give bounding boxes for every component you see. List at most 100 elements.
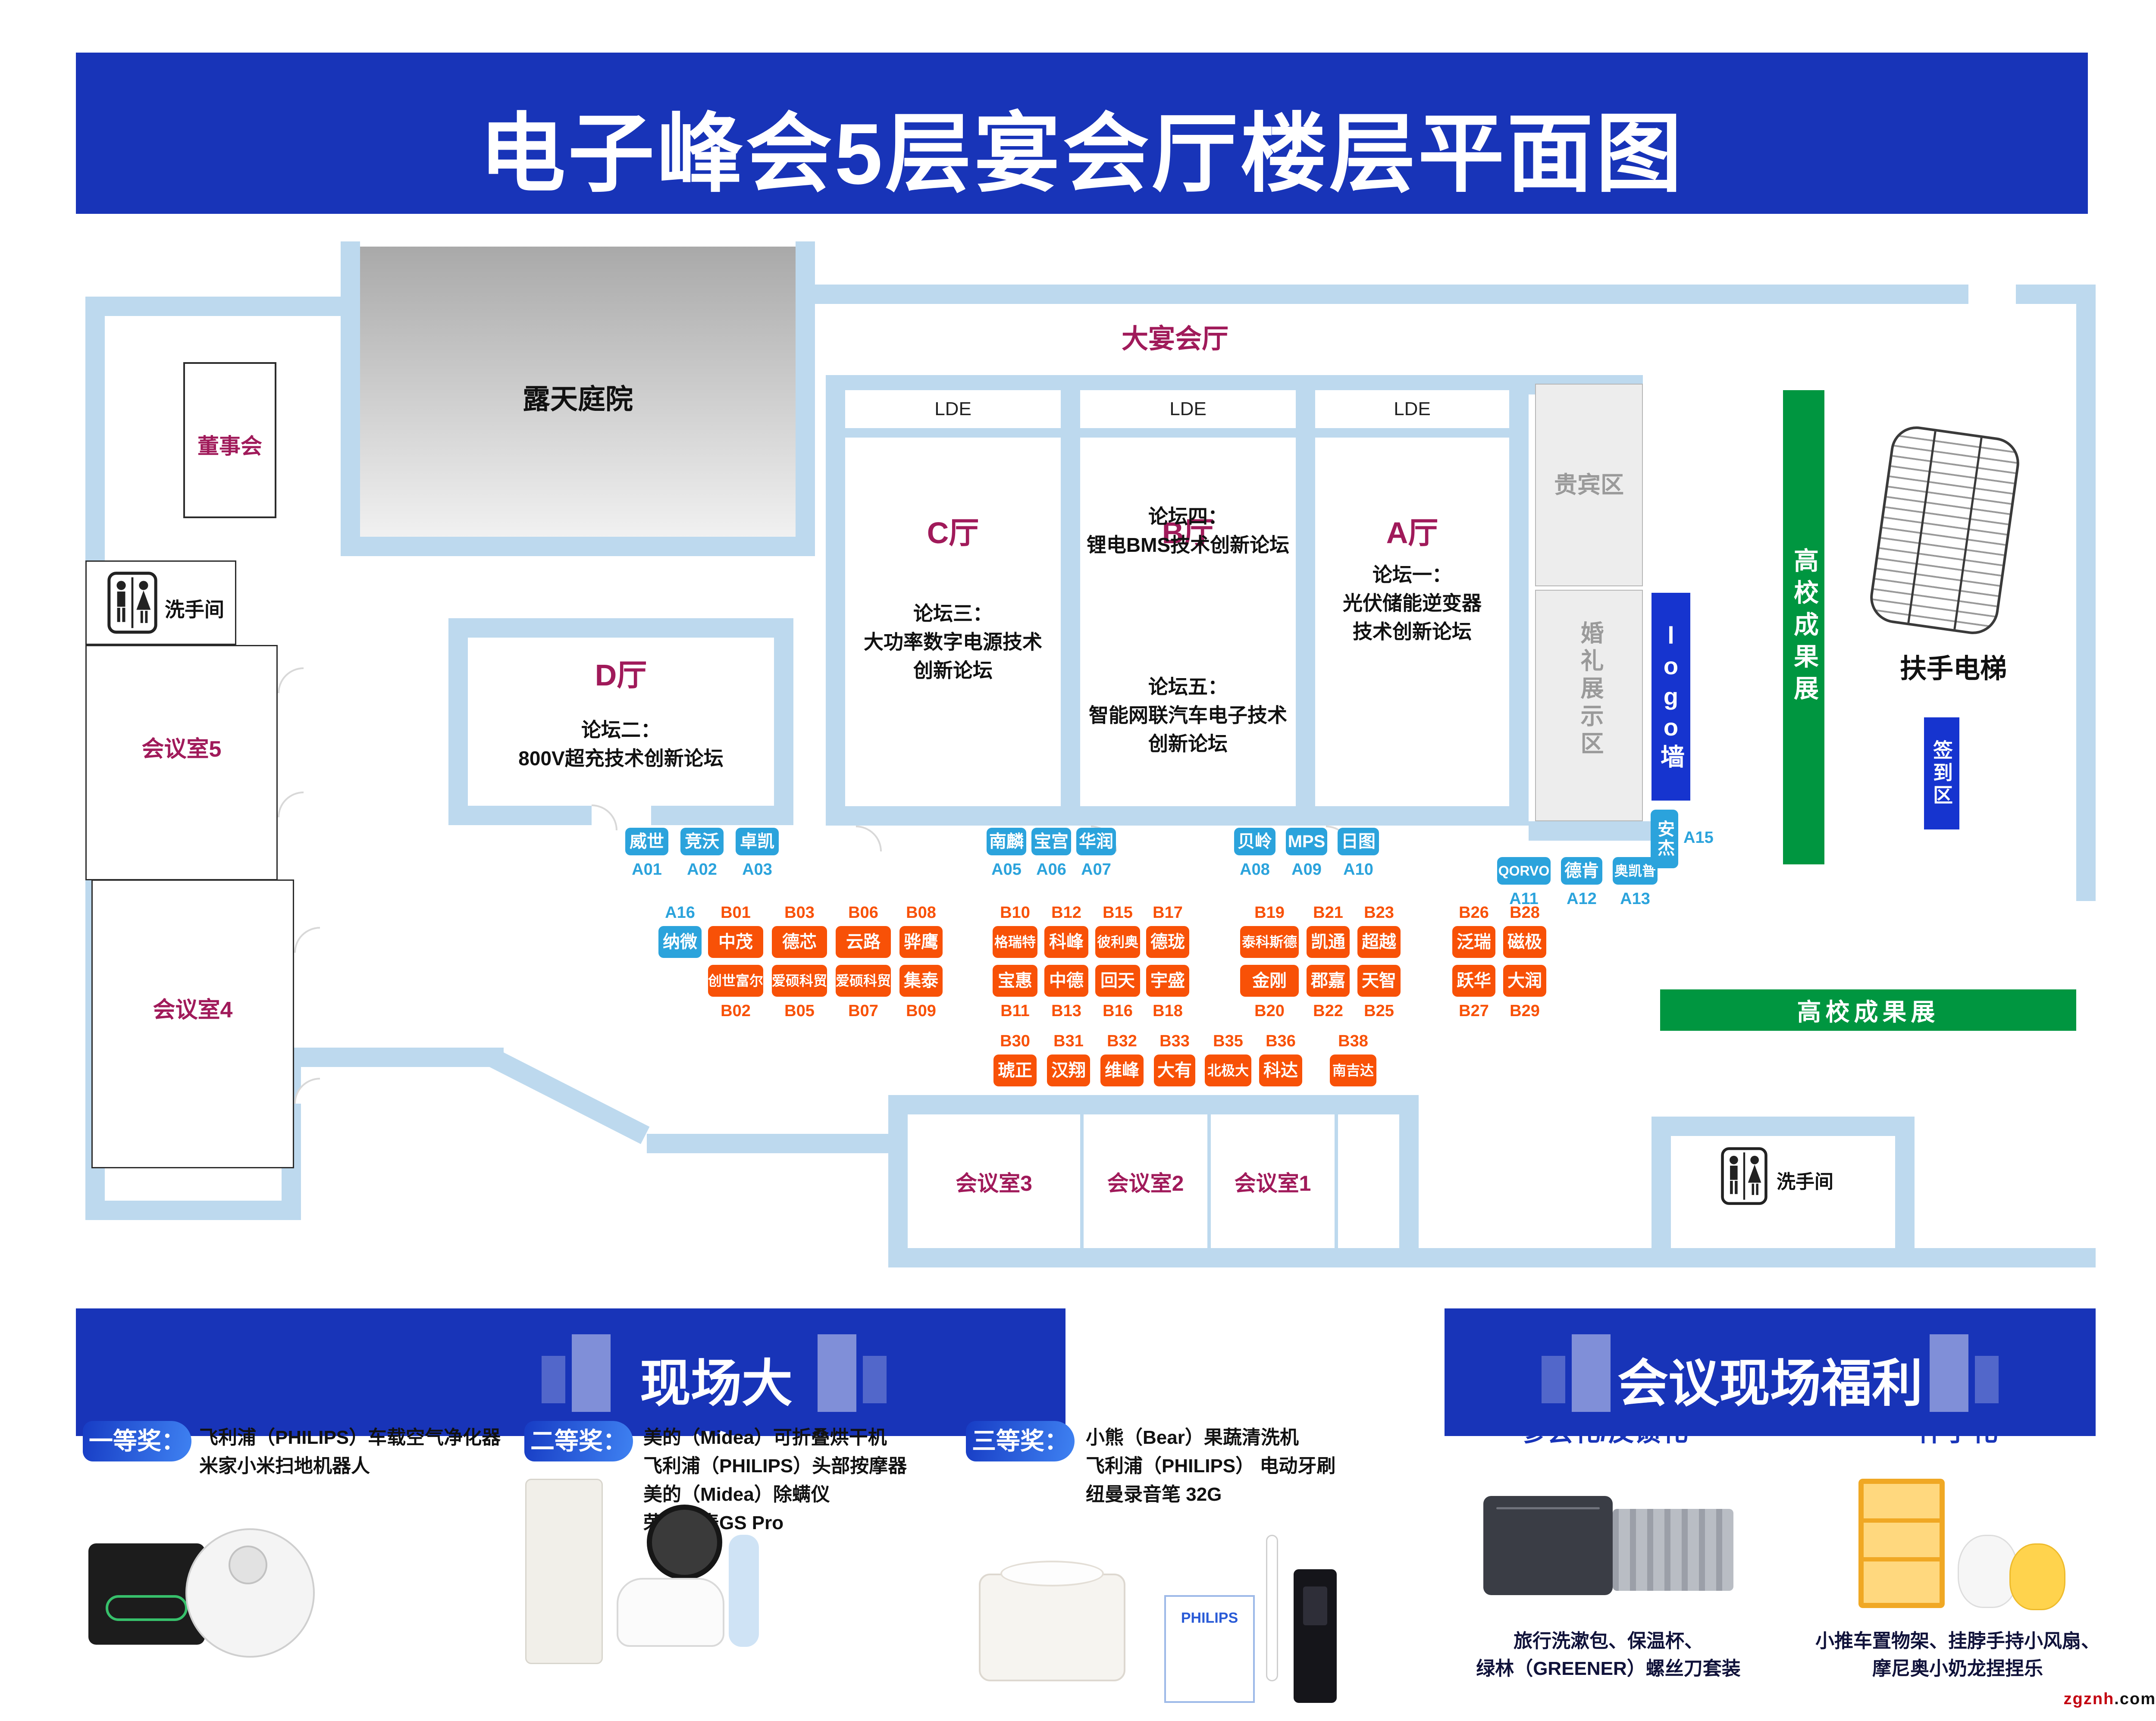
title-banner: 电子峰会5层宴会厅楼层平面图 bbox=[76, 53, 2088, 214]
prize-tier3-badge: 三等奖： bbox=[966, 1421, 1075, 1461]
booth-id-B30: B30 bbox=[1000, 1032, 1030, 1050]
wedding-label: 婚礼展示区 bbox=[1577, 621, 1603, 759]
meeting-room-4-label: 会议室4 bbox=[153, 998, 233, 1023]
text-line: 小推车置物架、挂脖手持小风扇、 bbox=[1815, 1630, 2100, 1652]
booth-B29: 大润 bbox=[1503, 965, 1546, 997]
prize-tier3-lines: 小熊（Bear）果蔬清洗机飞利浦（PHILIPS） 电动牙刷纽曼录音笔 32G bbox=[1086, 1424, 1335, 1509]
courtyard-label: 露天庭院 bbox=[523, 384, 633, 415]
booth-B28: 磁极 bbox=[1503, 926, 1546, 958]
watermark: zgznh.com bbox=[2027, 1690, 2156, 1708]
deco-block bbox=[1975, 1356, 1999, 1403]
booth-B12: 科峰 bbox=[1044, 926, 1088, 958]
text-line: 论坛一： bbox=[1373, 563, 1452, 586]
text-line: 美的（Midea）除螨仪 bbox=[643, 1484, 830, 1505]
booth-A16: 纳微 bbox=[658, 926, 702, 958]
cart-shelf-bar bbox=[1864, 1557, 1940, 1561]
deco-block bbox=[1542, 1356, 1565, 1403]
wedding-area bbox=[1535, 590, 1643, 821]
booth-id-A09: A09 bbox=[1291, 860, 1322, 879]
booth-id-B36: B36 bbox=[1266, 1032, 1296, 1050]
text-line: 创新论坛 bbox=[1148, 732, 1228, 755]
hall-b-forum5: 论坛五：智能网联汽车电子技术创新论坛 bbox=[1080, 673, 1296, 758]
booth-id-B26: B26 bbox=[1459, 904, 1489, 922]
text-line: 创新论坛 bbox=[913, 659, 993, 682]
hall-d-name: D厅 bbox=[595, 658, 647, 692]
recorder-screen bbox=[1303, 1586, 1327, 1625]
deco-block bbox=[1572, 1334, 1611, 1412]
toothbrush-box-image: PHILIPS bbox=[1164, 1595, 1255, 1703]
booth-id-B21: B21 bbox=[1313, 904, 1343, 922]
deco-block bbox=[1930, 1334, 1968, 1412]
booth-id-A08: A08 bbox=[1240, 860, 1270, 879]
toy-figure-yellow bbox=[2009, 1543, 2065, 1610]
benefits-header: 会议现场福利 bbox=[1617, 1355, 1923, 1412]
booth-id-B18: B18 bbox=[1153, 1002, 1183, 1020]
booth-B27: 跃华 bbox=[1452, 965, 1495, 997]
booth-id-A15: A15 bbox=[1683, 829, 1714, 847]
hall-c-forum: 论坛三：大功率数字电源技术创新论坛 bbox=[845, 599, 1061, 685]
signin-area: 签到区 bbox=[1924, 717, 1959, 829]
wall bbox=[2076, 285, 2096, 901]
booth-id-B15: B15 bbox=[1103, 904, 1133, 922]
wall bbox=[1895, 1117, 1915, 1267]
hall-b bbox=[1080, 438, 1296, 806]
booth-B06: 云路 bbox=[836, 926, 891, 958]
booth-id-B20: B20 bbox=[1254, 1002, 1285, 1020]
booth-B02: 创世富尔 bbox=[708, 965, 763, 997]
hall-c-lde: LDE bbox=[845, 390, 1061, 428]
head-massager-image bbox=[729, 1535, 759, 1647]
booth-id-A03: A03 bbox=[742, 860, 772, 879]
booth-id-B22: B22 bbox=[1313, 1002, 1343, 1020]
booth-B30: 琥正 bbox=[993, 1055, 1037, 1086]
grand-hall-label: 大宴会厅 bbox=[1121, 324, 1228, 354]
booth-A03: 卓凯 bbox=[736, 828, 779, 855]
booth-id-A10: A10 bbox=[1343, 860, 1373, 879]
benefit-section2-title: 伴手礼 bbox=[1917, 1417, 1998, 1447]
text-line: 论坛四： bbox=[1148, 505, 1228, 528]
vip-area bbox=[1535, 384, 1643, 586]
hall-a-lde: LDE bbox=[1315, 390, 1509, 428]
text-line: 800V超充技术创新论坛 bbox=[518, 747, 724, 770]
booth-id-B33: B33 bbox=[1159, 1032, 1190, 1050]
mite-remover-image bbox=[617, 1578, 724, 1647]
meeting-room-4 bbox=[91, 879, 294, 1168]
board-room-label: 董事会 bbox=[197, 434, 262, 458]
deco-block bbox=[818, 1334, 856, 1412]
booth-id-A06: A06 bbox=[1036, 860, 1066, 879]
cart-shelf-image bbox=[1858, 1479, 1945, 1608]
deco-block bbox=[542, 1356, 565, 1403]
booth-id-B16: B16 bbox=[1103, 1002, 1133, 1020]
booth-A15: 安杰 bbox=[1651, 810, 1678, 868]
booth-B17: 德珑 bbox=[1146, 926, 1189, 958]
booth-A08: 贝岭 bbox=[1234, 828, 1275, 855]
wall bbox=[85, 297, 344, 316]
booth-id-B13: B13 bbox=[1051, 1002, 1081, 1020]
hall-a-forum: 论坛一：光伏储能逆变器技术创新论坛 bbox=[1315, 560, 1509, 646]
booth-A02: 竞沃 bbox=[680, 828, 724, 855]
vip-label: 贵宾区 bbox=[1554, 472, 1624, 498]
wash-bag-image bbox=[1483, 1496, 1613, 1595]
fruit-washer-image bbox=[979, 1574, 1125, 1681]
booth-id-B09: B09 bbox=[906, 1002, 936, 1020]
prize-tier1-lines: 飞利浦（PHILIPS）车载空气净化器米家小米扫地机器人 bbox=[199, 1424, 501, 1480]
booth-id-A11: A11 bbox=[1509, 890, 1539, 908]
toothbrush-image bbox=[1266, 1535, 1278, 1681]
text-line: 旅行洗漱包、保温杯、 bbox=[1514, 1630, 1703, 1652]
booth-id-B28: B28 bbox=[1510, 904, 1540, 922]
benefit-section1-title: 参会礼/反馈礼 bbox=[1520, 1417, 1688, 1447]
booth-B15: 彼利奥 bbox=[1095, 926, 1140, 958]
room-divider bbox=[1080, 1114, 1084, 1248]
booth-id-B27: B27 bbox=[1459, 1002, 1489, 1020]
booth-id-B05: B05 bbox=[784, 1002, 815, 1020]
booth-id-B01: B01 bbox=[721, 904, 751, 922]
philips-box-text: PHILIPS bbox=[1181, 1610, 1238, 1626]
text-line: 论坛二： bbox=[581, 719, 661, 741]
escalator-label: 扶手电梯 bbox=[1899, 654, 2007, 684]
booth-B23: 超越 bbox=[1357, 926, 1401, 958]
booth-A12: 德肯 bbox=[1561, 857, 1602, 885]
wash-bag-zipper bbox=[1496, 1507, 1600, 1509]
deco-block bbox=[572, 1334, 611, 1412]
booth-B03: 德芯 bbox=[772, 926, 827, 958]
booth-B25: 天智 bbox=[1357, 965, 1401, 997]
